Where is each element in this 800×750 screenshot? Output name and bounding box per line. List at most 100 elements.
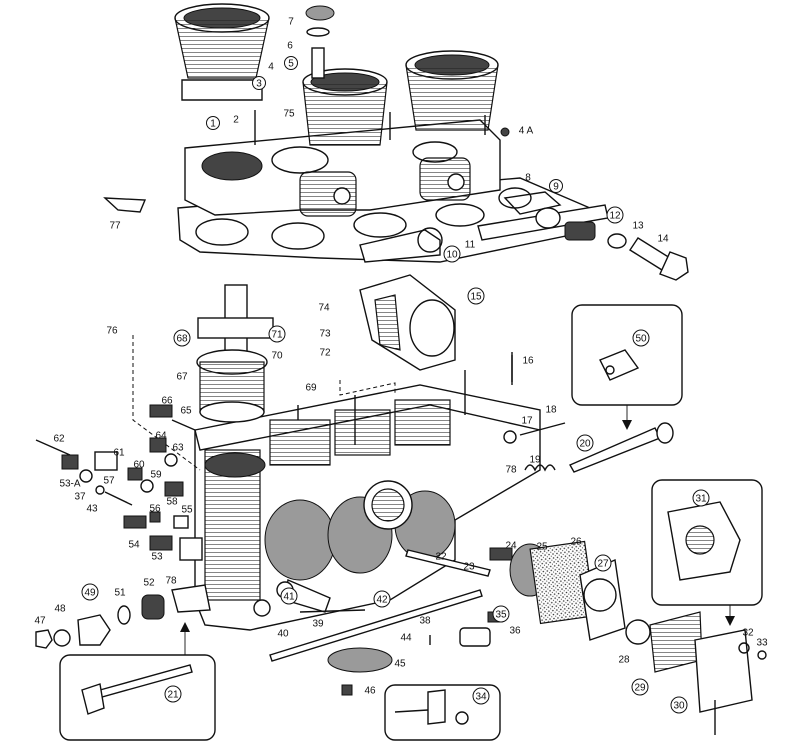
callout-52: 52 — [143, 578, 155, 589]
callout-number: 52 — [143, 578, 155, 589]
choke-stack — [196, 284, 274, 423]
callout-ring — [81, 583, 99, 601]
callout-number: 7 — [288, 17, 294, 28]
callout-number: 53-A — [59, 479, 80, 490]
cover-15 — [359, 274, 456, 371]
callout-number: 45 — [394, 659, 406, 670]
callout-22: 22 — [435, 552, 447, 563]
callout-59: 59 — [150, 470, 162, 481]
callout-71: 71 — [268, 325, 286, 343]
callout-27: 27 — [594, 554, 612, 572]
callout-ring — [443, 245, 461, 263]
callout-4a: 4 A — [519, 126, 534, 137]
callout-38: 38 — [419, 616, 431, 627]
callout-number: 16 — [522, 356, 534, 367]
callout-4: 4 — [268, 62, 274, 73]
callout-number: 78 — [505, 465, 517, 476]
callout-ring — [492, 605, 510, 623]
inset-box-31 — [651, 479, 763, 626]
callout-number: 4 — [268, 62, 274, 73]
callout-39: 39 — [312, 619, 324, 630]
callout-37: 37 — [74, 492, 86, 503]
callout-66: 66 — [161, 396, 173, 407]
callout-number: 63 — [172, 443, 184, 454]
callout-number: 29 — [634, 683, 646, 694]
callout-ring — [467, 287, 485, 305]
callout-6: 6 — [287, 41, 293, 52]
callout-62: 62 — [53, 434, 65, 445]
callout-54: 54 — [128, 540, 140, 551]
callout-78: 78 — [505, 465, 517, 476]
callout-number: 77 — [109, 221, 121, 232]
callout-69: 69 — [305, 383, 317, 394]
callout-26: 26 — [570, 537, 582, 548]
callout-number: 61 — [113, 448, 125, 459]
callout-60: 60 — [133, 460, 145, 471]
inset-box-34 — [384, 684, 501, 741]
callout-7: 7 — [288, 17, 294, 28]
callout-46: 46 — [364, 686, 376, 697]
callout-number: 53 — [151, 552, 163, 563]
callout-number: 65 — [180, 406, 192, 417]
callout-number: 18 — [545, 405, 557, 416]
callout-73: 73 — [319, 329, 331, 340]
callout-ring — [280, 587, 298, 605]
callout-13: 13 — [632, 221, 644, 232]
callout-number: 56 — [149, 504, 161, 515]
callout-57: 57 — [103, 476, 115, 487]
callout-2: 2 — [233, 115, 239, 126]
callout-number: 46 — [364, 686, 376, 697]
callout-56: 56 — [149, 504, 161, 515]
air-funnel-right — [405, 50, 499, 131]
callout-number: 38 — [419, 616, 431, 627]
callout-number: 48 — [54, 604, 66, 615]
callout-20: 20 — [576, 434, 594, 452]
callout-24: 24 — [505, 541, 517, 552]
callout-ring — [549, 179, 563, 193]
callout-number: 11 — [465, 240, 476, 251]
callout-47: 47 — [34, 616, 46, 627]
callout-49: 49 — [81, 583, 99, 601]
callout-63: 63 — [172, 443, 184, 454]
callout-number: 1 — [210, 119, 216, 130]
callout-number: 22 — [435, 552, 447, 563]
callout-number: 57 — [103, 476, 115, 487]
callout-number: 49 — [84, 588, 96, 599]
callout-ring — [594, 554, 612, 572]
callout-17: 17 — [521, 416, 533, 427]
callout-number: 14 — [657, 234, 669, 245]
callout-number: 51 — [114, 588, 126, 599]
callout-number: 2 — [233, 115, 239, 126]
callout-ring — [173, 329, 191, 347]
callout-ring — [268, 325, 286, 343]
callout-number: 43 — [86, 504, 98, 515]
callout-33: 33 — [756, 638, 768, 649]
callout-number: 30 — [673, 701, 685, 712]
callout-number: 69 — [305, 383, 317, 394]
callout-5: 5 — [284, 56, 298, 70]
callout-ring — [164, 685, 182, 703]
callout-1: 1 — [206, 116, 220, 130]
callout-number: 5 — [288, 59, 294, 70]
callout-43: 43 — [86, 504, 98, 515]
callout-45: 45 — [394, 659, 406, 670]
callout-ring — [206, 116, 220, 130]
callout-3: 3 — [252, 76, 266, 90]
callout-number: 26 — [570, 537, 582, 548]
callout-61: 61 — [113, 448, 125, 459]
callout-12: 12 — [606, 206, 624, 224]
callout-10: 10 — [443, 245, 461, 263]
callout-36: 36 — [509, 626, 521, 637]
callout-ring — [373, 590, 391, 608]
callout-number: 75 — [283, 109, 295, 120]
callout-19: 19 — [529, 455, 541, 466]
callout-67: 67 — [176, 372, 188, 383]
callout-number: 47 — [34, 616, 46, 627]
callout-number: 40 — [277, 629, 289, 640]
callout-25: 25 — [536, 542, 548, 553]
callout-8: 8 — [525, 173, 531, 184]
callout-18: 18 — [545, 405, 557, 416]
callout-16: 16 — [522, 356, 534, 367]
callout-ring — [606, 206, 624, 224]
